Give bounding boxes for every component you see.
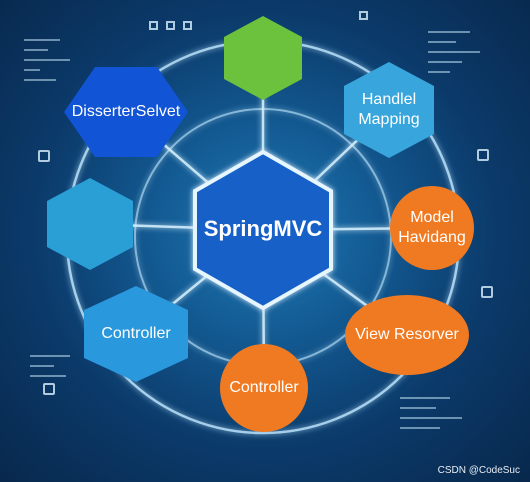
node-shape-dispatcher-servlet [64,67,188,157]
node-shape-left [47,178,133,270]
node-controller-left: Controller [84,286,188,382]
watermark: CSDN @CodeSuc [437,465,520,476]
node-dispatcher-servlet: DisserterSelvet [64,67,188,157]
node-label-view-resolver: View Resorver [355,326,459,343]
node-top [224,16,302,100]
background-decoration [38,11,493,395]
center-node [193,149,333,311]
center-node-label: SpringMVC [204,216,323,241]
node-shape-view-resolver [345,295,469,375]
node-shape-controller-bottom [220,344,308,432]
node-label-dispatcher-servlet: DisserterSelvet [72,103,181,120]
code-lines-decoration [24,31,480,429]
node-label-controller-bottom: Controller [229,379,299,396]
node-label-controller-left: Controller [101,325,171,342]
node-controller-bottom: Controller [220,344,308,432]
node-view-resolver: View Resorver [345,295,469,375]
node-left [47,178,133,270]
node-shape-handler-mapping [344,62,434,158]
node-shape-top [224,16,302,100]
node-shape-controller-left [84,286,188,382]
node-shape-model-handling [390,186,474,270]
